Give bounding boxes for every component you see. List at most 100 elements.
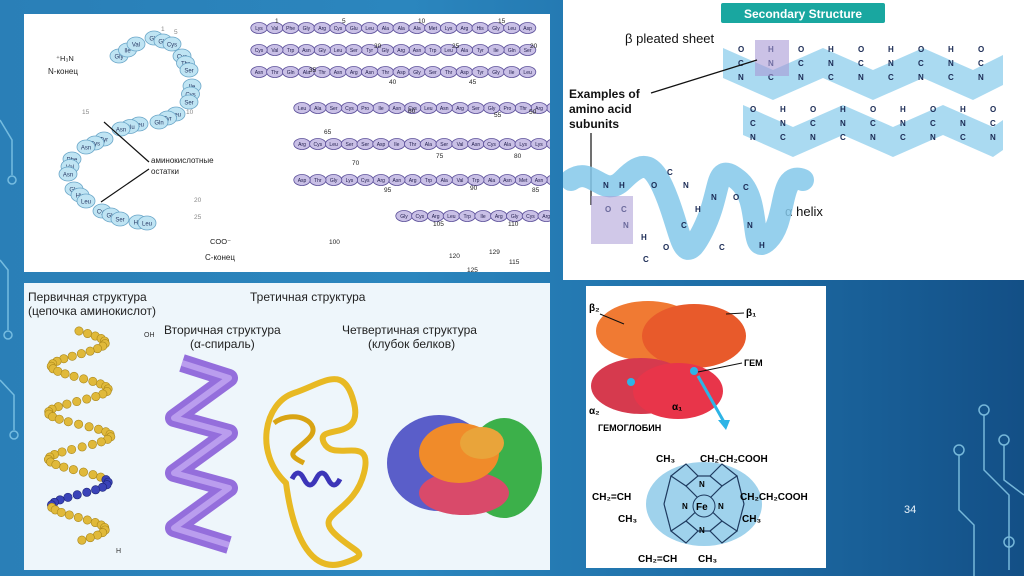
residue-bead [126,36,146,52]
residue-label: Ala [425,142,432,148]
residue-label: Asn [392,178,401,184]
amino-acid-bead [69,371,79,381]
zoom-arrowhead [718,420,730,430]
atom-label: O [990,105,996,114]
residue-label: Asp [397,70,406,76]
residue-label: Leu [81,200,91,206]
atom-label: O [810,105,816,114]
circuit-decoration-left [0,119,19,440]
residue-label: Arg [377,178,385,184]
amino-acid-bead [67,351,77,361]
residue-label: Asn [535,178,544,184]
atom-label: N [870,133,876,142]
residue-index-marker: 1 [275,18,279,25]
residue-label: Thr [519,106,527,112]
residue-label: Ala [504,142,511,148]
residue-index-marker: 1 [161,26,165,33]
amino-acid-bead [68,465,78,475]
amino-acid-bead [62,399,72,409]
residue-label: Leu [447,214,456,220]
residue-label: Arg [409,178,417,184]
residue-label: Ser [115,218,124,224]
residue-label: Asp [460,70,469,76]
atom-label: O [858,45,864,54]
atom-label: N [711,193,717,202]
examples-label-line3: subunits [569,117,619,131]
atom-label: N [900,119,906,128]
amino-acid-bead [59,462,69,472]
atom-label: N [990,133,996,142]
atom-label: N [930,133,936,142]
residue-label: Ser [472,106,480,112]
atom-label: N [810,133,816,142]
residue-index-marker: 80 [514,153,522,160]
residue-index-marker: 100 [329,239,340,246]
residue-label: Gly [492,26,500,32]
residue-label: Pro [504,106,512,112]
ch3-right: CH₃ [742,514,761,525]
residue-index-marker: 129 [489,249,500,256]
atom-label: C [643,255,649,264]
atom-label: N [828,59,834,68]
residue-index-marker: 45 [469,79,477,86]
residue-label: Ala [488,178,495,184]
residue-label: Lys [255,26,263,32]
residue-index-marker: 10 [418,18,426,25]
alpha-helix-ribbon-3d [165,354,238,554]
residue-label: Asn [81,146,91,152]
n-label: N [699,480,705,489]
residue-label: Leu [334,48,343,54]
heme-label: ГЕМ [744,358,763,368]
secondary-structure-diagram: Secondary Structure β pleated sheet Exam… [563,3,1003,264]
secondary-structure-panel: Secondary Structure β pleated sheet Exam… [563,0,1024,280]
h-group-label: H [116,548,121,555]
primary-structure-title: Первичная структура [28,290,147,304]
atom-label: H [641,233,647,242]
residue-label: Thr [382,70,390,76]
c-terminus: COO⁻ [210,237,231,246]
atom-label: H [960,105,966,114]
amino-acid-bead [91,485,101,495]
alpha1-label: α₁ [672,402,682,413]
residue-label: Ser [330,106,338,112]
residue-bead [162,36,182,52]
residue-bead [137,215,157,231]
atom-label: O [733,193,739,202]
pointer-line [725,312,745,315]
atom-label: N [948,59,954,68]
residue-index-marker: 15 [498,18,506,25]
residue-label: Cys [487,142,496,148]
tertiary-structure-title: Третичная структура [250,290,366,304]
atom-label: O [918,45,924,54]
pointer-line [650,59,758,94]
atom-label: C [719,243,725,252]
atom-label: N [750,133,756,142]
residue-label: Tyr [477,70,484,76]
residue-label: Ser [361,142,369,148]
amino-acid-bead [88,470,98,480]
zoom-arrow [696,375,726,423]
amino-acid-bead [82,487,92,497]
tertiary-structure-coil [263,376,369,568]
atom-label: C [930,119,936,128]
atom-label: C [990,119,996,128]
residue-index-marker: 90 [470,185,478,192]
residue-label: Arg [350,70,358,76]
residue-bead [110,211,130,227]
amino-acid-bead [63,417,73,427]
residue-label: Ser [346,142,354,148]
amino-acid-bead [67,444,77,454]
secondary-structure-title: Secondary Structure [744,7,862,21]
alpha2-label: α₂ [589,406,600,417]
atom-label: C [798,59,804,68]
circuit-decoration-right [953,404,1024,576]
residue-label: Asp [377,142,386,148]
atom-label: N [978,73,984,82]
n-terminus-label: N-конец [48,67,78,76]
amino-acid-bead [91,392,101,402]
atom-label: O [738,45,744,54]
amino-acid-bead [82,515,92,525]
residue-label: Val [271,48,278,54]
amino-acid-bead [72,490,82,500]
atom-label: C [768,73,774,82]
